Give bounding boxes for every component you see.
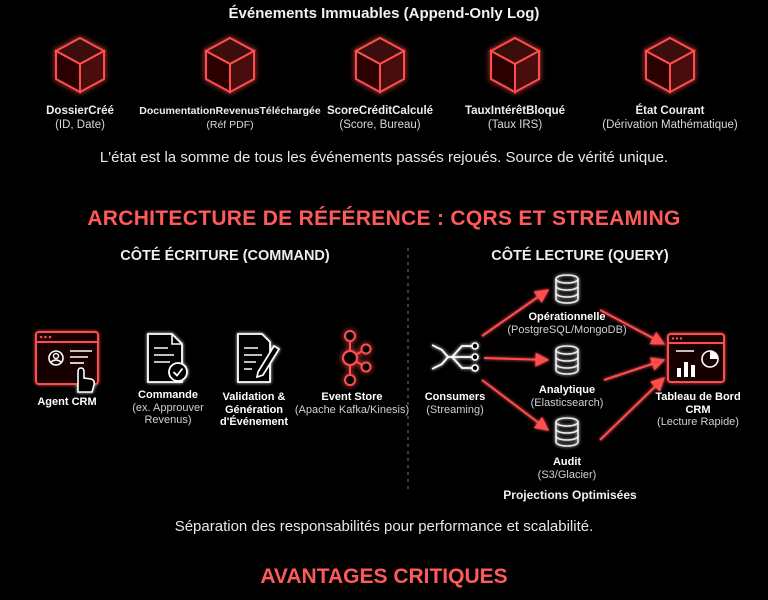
architecture-caption: Séparation des responsabilités pour perf…	[174, 518, 594, 535]
dashboard-label: Tableau de Bord CRM (Lecture Rapide)	[650, 391, 746, 429]
consumers-label: Consumers (Streaming)	[410, 391, 500, 416]
event-store-label: Event Store (Apache Kafka/Kinesis)	[292, 391, 412, 416]
node-subtitle: (ex. Approuver Revenus)	[132, 401, 204, 427]
node-subtitle: (Apache Kafka/Kinesis)	[294, 403, 410, 416]
event-subtitle: (Dérivation Mathématique)	[602, 119, 738, 131]
event-cube-icon	[490, 37, 540, 93]
event-title: ScoreCréditCalculé	[326, 105, 434, 117]
event-subtitle: (Taux IRS)	[487, 119, 543, 131]
events-caption: L'état est la somme de tous les événemen…	[99, 149, 669, 166]
architecture-title: ARCHITECTURE DE RÉFÉRENCE : CQRS ET STRE…	[87, 207, 681, 230]
events-section-title: Événements Immuables (Append-Only Log)	[228, 5, 540, 22]
event-label-documentation: DocumentationRevenusTéléchargée (Réf PDF…	[135, 104, 325, 132]
node-subtitle: (Streaming)	[426, 403, 484, 416]
node-title: Commande	[138, 389, 198, 401]
read-side-title: CÔTÉ LECTURE (QUERY)	[491, 248, 669, 264]
event-subtitle: (Réf PDF)	[206, 119, 254, 131]
kafka-node-icon	[341, 330, 372, 386]
agent-label: Agent CRM	[17, 396, 117, 409]
event-title: DossierCréé	[46, 105, 114, 117]
event-title: DocumentationRevenusTéléchargée	[139, 105, 321, 117]
event-cube-icon	[55, 37, 105, 93]
event-label-taux: TauxIntérêtBloqué (Taux IRS)	[440, 104, 590, 132]
node-subtitle: (S3/Glacier)	[537, 468, 597, 481]
write-side-title: CÔTÉ ÉCRITURE (COMMAND)	[120, 248, 330, 264]
event-cube-icon	[355, 37, 405, 93]
audit-label: Audit (S3/Glacier)	[502, 456, 632, 481]
consumers-split-icon	[431, 342, 479, 372]
operational-label: Opérationnelle (PostgreSQL/MongoDB)	[502, 311, 632, 336]
command-document-icon	[147, 333, 188, 383]
analytic-database-icon	[555, 345, 579, 375]
state-cube-icon	[645, 37, 695, 93]
event-title: État Courant	[635, 105, 705, 117]
read-flow-arrows	[481, 289, 666, 441]
command-label: Commande (ex. Approuver Revenus)	[120, 389, 216, 427]
agent-screen-icon	[35, 331, 99, 393]
node-subtitle: (Lecture Rapide)	[657, 416, 739, 428]
event-label-state: État Courant (Dérivation Mathématique)	[590, 104, 750, 132]
validation-label: Validation & Génération d'Événement	[210, 391, 298, 429]
node-title: Consumers	[424, 391, 486, 403]
node-title: Audit	[552, 456, 582, 468]
node-title: Validation & Génération d'Événement	[219, 391, 289, 428]
event-label-score: ScoreCréditCalculé (Score, Bureau)	[305, 104, 455, 132]
node-subtitle: (PostgreSQL/MongoDB)	[507, 323, 627, 336]
analytic-label: Analytique (Elasticsearch)	[502, 384, 632, 409]
operational-database-icon	[555, 274, 579, 304]
advantages-title: AVANTAGES CRITIQUES	[260, 565, 508, 588]
node-title: Analytique	[538, 384, 596, 396]
dashboard-screen-icon	[667, 333, 725, 383]
node-title: Tableau de Bord CRM	[655, 391, 741, 416]
event-title: TauxIntérêtBloqué	[464, 105, 566, 117]
event-cube-icon	[205, 37, 255, 93]
event-label-dossier: DossierCréé (ID, Date)	[5, 104, 155, 132]
event-subtitle: (Score, Bureau)	[339, 119, 421, 131]
validation-edit-icon	[237, 333, 281, 383]
node-subtitle: (Elasticsearch)	[530, 396, 604, 409]
event-subtitle: (ID, Date)	[55, 119, 105, 131]
node-title: Event Store	[321, 391, 383, 403]
node-title: Opérationnelle	[528, 311, 606, 323]
projections-label: Projections Optimisées	[503, 488, 637, 502]
node-title: Agent CRM	[37, 396, 97, 408]
audit-database-icon	[555, 417, 579, 447]
